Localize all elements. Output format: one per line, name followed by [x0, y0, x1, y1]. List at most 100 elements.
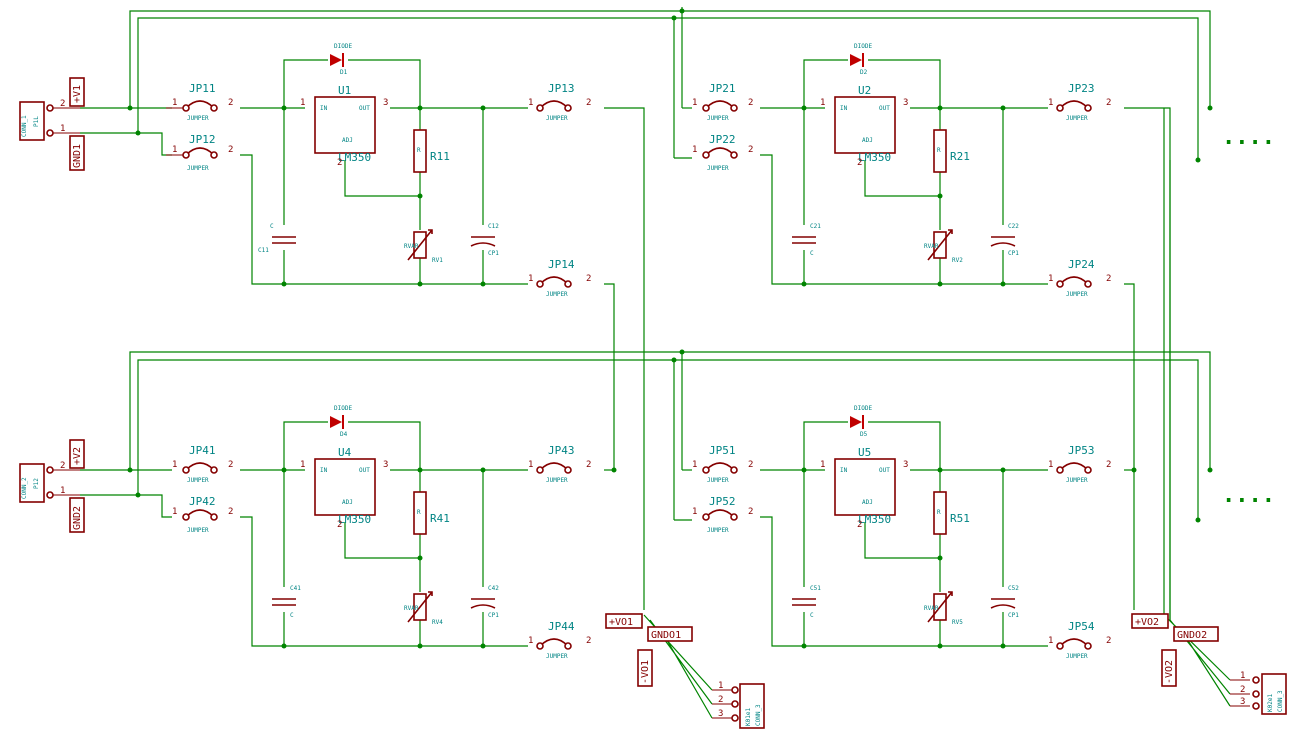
stage2-jc-ref: JP23 — [1068, 82, 1095, 95]
svg-text:CP1: CP1 — [488, 612, 499, 619]
svg-text:1: 1 — [1048, 98, 1053, 108]
stage1-rv-ref: RV1 — [432, 257, 443, 264]
svg-text:2: 2 — [228, 98, 233, 108]
svg-text:1: 1 — [172, 145, 177, 155]
svg-text:JUMPER: JUMPER — [707, 477, 729, 484]
svg-text:2: 2 — [718, 695, 723, 705]
svg-text:1: 1 — [692, 507, 697, 517]
svg-text:2: 2 — [857, 520, 862, 530]
stage5-jd-ref: JP54 — [1068, 620, 1095, 633]
svg-text:R: R — [417, 509, 421, 516]
stage2-diode-ref: D2 — [860, 69, 868, 76]
net-label-vo2-plus: +VO2 — [1135, 617, 1159, 628]
stage4-cout-ref: C42 — [488, 585, 499, 592]
stage1-jb-val: JUMPER — [187, 165, 209, 172]
svg-text:3: 3 — [383, 460, 388, 470]
svg-text:K01e1: K01e1 — [745, 708, 752, 726]
stage5-reg-ref: U5 — [858, 446, 871, 459]
svg-text:1: 1 — [60, 124, 65, 134]
svg-text:1: 1 — [528, 98, 533, 108]
svg-text:1: 1 — [172, 507, 177, 517]
svg-text:CONN_2: CONN_2 — [21, 477, 28, 499]
bus-wires — [129, 7, 1211, 520]
svg-text:2: 2 — [748, 98, 753, 108]
svg-text:2: 2 — [586, 460, 591, 470]
stage4-ja-ref: JP41 — [189, 444, 216, 457]
stage2-cout-ref: C22 — [1008, 223, 1019, 230]
stage-4: JP41 JUMPER JP42 JUMPER JP43 JUMPER JP44… — [80, 405, 614, 660]
output-section-2: +VO2 GNDO2 -VO2 1 2 3 K02e1 CONN_3 — [1131, 108, 1287, 715]
stage1-jd-ref: JP14 — [548, 258, 575, 271]
svg-text:C: C — [290, 612, 294, 619]
svg-text:P1L: P1L — [33, 116, 40, 127]
stage-1: JP11 JUMPER JP12 JUMPER JP13 JUMPER JP14… — [80, 43, 645, 610]
stage5-diode-ref: D5 — [860, 431, 868, 438]
stage4-cin-ref: C41 — [290, 585, 301, 592]
net-label-vo1-plus: +VO1 — [609, 617, 633, 628]
stage1-ja-ref: JP11 — [189, 82, 216, 95]
stage1-jd-val: JUMPER — [546, 291, 568, 298]
svg-text:1: 1 — [692, 460, 697, 470]
stage4-diode-ref: D4 — [340, 431, 348, 438]
stage2-reg-ref: U2 — [858, 84, 871, 97]
continuation-marker-bottom: .... — [1222, 483, 1275, 508]
stage5-jc-ref: JP53 — [1068, 444, 1095, 457]
svg-text:R: R — [417, 147, 421, 154]
stage5-cin-ref: C51 — [810, 585, 821, 592]
svg-text:2: 2 — [60, 99, 65, 109]
stage1-reg-val: LM350 — [338, 151, 371, 164]
net-label-vo2-minus: -VO2 — [1164, 660, 1175, 684]
svg-text:JUMPER: JUMPER — [1066, 291, 1088, 298]
svg-text:2: 2 — [1106, 98, 1111, 108]
svg-text:ADJ: ADJ — [342, 499, 353, 506]
svg-text:CONN_3: CONN_3 — [755, 704, 762, 726]
svg-text:RVAR: RVAR — [924, 243, 939, 250]
net-label-v1: +V1 — [72, 85, 83, 103]
svg-text:2: 2 — [228, 460, 233, 470]
svg-text:1: 1 — [1048, 460, 1053, 470]
svg-text:2: 2 — [228, 507, 233, 517]
svg-text:JUMPER: JUMPER — [707, 165, 729, 172]
stage4-jc-ref: JP43 — [548, 444, 575, 457]
svg-text:RVAR: RVAR — [404, 243, 419, 250]
junctions — [127, 8, 1213, 649]
net-label-gnd2: GND2 — [72, 506, 83, 530]
stage4-jd-ref: JP44 — [548, 620, 575, 633]
svg-text:C: C — [810, 612, 814, 619]
svg-text:1: 1 — [1240, 671, 1245, 681]
svg-text:RVAR: RVAR — [404, 605, 419, 612]
stage4-rv-ref: RV4 — [432, 619, 443, 626]
svg-text:C: C — [810, 250, 814, 257]
svg-text:2: 2 — [748, 145, 753, 155]
stage2-jb-ref: JP22 — [709, 133, 736, 146]
svg-text:JUMPER: JUMPER — [1066, 477, 1088, 484]
output-section-1: +VO1 GNDO1 -VO1 1 2 3 K01e1 CONN_3 — [605, 613, 765, 729]
svg-text:3: 3 — [383, 98, 388, 108]
svg-text:OUT: OUT — [879, 467, 890, 474]
svg-text:2: 2 — [1106, 460, 1111, 470]
stage4-reg-ref: U4 — [338, 446, 352, 459]
svg-text:1: 1 — [172, 460, 177, 470]
svg-text:DIODE: DIODE — [854, 43, 872, 50]
svg-text:IN: IN — [320, 467, 328, 474]
svg-text:1: 1 — [692, 145, 697, 155]
svg-text:IN: IN — [840, 105, 848, 112]
svg-text:2: 2 — [337, 520, 342, 530]
svg-text:1: 1 — [1048, 274, 1053, 284]
svg-text:CP1: CP1 — [1008, 250, 1019, 257]
svg-text:2: 2 — [337, 158, 342, 168]
svg-text:1: 1 — [528, 636, 533, 646]
svg-text:1: 1 — [1048, 636, 1053, 646]
net-label-gndo2: GNDO2 — [1177, 630, 1207, 641]
stage1-ja-val: JUMPER — [187, 115, 209, 122]
stage5-r-ref: R51 — [950, 512, 970, 525]
svg-text:2: 2 — [748, 507, 753, 517]
svg-text:ADJ: ADJ — [862, 499, 873, 506]
svg-text:3: 3 — [718, 709, 723, 719]
svg-text:2: 2 — [1106, 636, 1111, 646]
stage1-diode-ref: D1 — [340, 69, 348, 76]
svg-text:P12: P12 — [33, 478, 40, 489]
svg-text:DIODE: DIODE — [854, 405, 872, 412]
stage5-jb-ref: JP52 — [709, 495, 736, 508]
